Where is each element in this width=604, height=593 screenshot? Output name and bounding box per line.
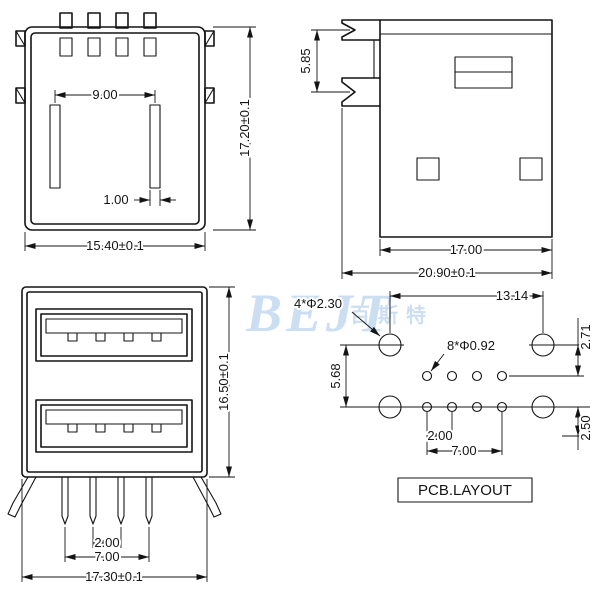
- side-view: 5.85 17.00 20.90±0.1: [296, 19, 553, 282]
- side-view-dimensions: [311, 29, 553, 279]
- side-view-details: [373, 33, 552, 181]
- dim-side-body-width: 17.00: [450, 242, 483, 257]
- dim-front-pin-span: 7.00: [94, 549, 119, 564]
- front-view: 2.00 7.00 17.30±0.1 16.50±0.1: [7, 286, 235, 586]
- dim-front-pin-pitch: 2.00: [94, 535, 119, 550]
- watermark-brand: BEJT: [245, 283, 394, 343]
- top-view-outline: [15, 12, 215, 231]
- dim-top-contact-width: 1.00: [103, 192, 128, 207]
- side-view-outline: [341, 19, 553, 238]
- dim-top-inner-width: 9.00: [92, 87, 117, 102]
- front-view-outline: [21, 286, 208, 478]
- dim-top-overall-width: 15.40±0.1: [86, 238, 144, 253]
- front-view-details: [7, 318, 222, 525]
- dim-pcb-top-offset: 2.71: [578, 324, 593, 349]
- dim-pcb-small-holes: 8*Φ0.92: [447, 338, 495, 353]
- watermark-brand-cn: 百斯特: [350, 303, 434, 327]
- dim-side-tab-offset: 5.85: [298, 48, 313, 73]
- top-view: 9.00 1.00 15.40±0.1 17.20±0.1: [15, 12, 256, 255]
- pcb-layout-label: PCB.LAYOUT: [418, 482, 512, 499]
- dim-pcb-bottom-offset: 2.50: [578, 415, 593, 440]
- pcb-layout-view: 4*Φ2.30 13.14 2.71 8*Φ0.92 5.68 2.50 2.0…: [292, 286, 595, 503]
- dim-pcb-pin-span: 7.00: [451, 443, 476, 458]
- pcb-layout-label-box: [397, 477, 533, 503]
- top-view-details: [15, 30, 215, 189]
- dim-side-overall-width: 20.90±0.1: [418, 265, 476, 280]
- dim-pcb-pin-pitch: 2.00: [427, 428, 452, 443]
- dim-pcb-big-holes: 4*Φ2.30: [294, 296, 342, 311]
- dim-top-overall-height: 17.20±0.1: [237, 99, 252, 157]
- dim-front-overall-width: 17.30±0.1: [85, 569, 143, 584]
- dim-pcb-col-span: 13.14: [496, 288, 529, 303]
- watermark: BEJT 百斯特: [245, 283, 434, 343]
- front-view-dimensions: [21, 286, 235, 582]
- dim-front-overall-height: 16.50±0.1: [216, 353, 231, 411]
- top-view-dimensions: [24, 26, 256, 251]
- dim-pcb-row-span: 5.68: [328, 363, 343, 388]
- pcb-dimensions: [340, 291, 590, 455]
